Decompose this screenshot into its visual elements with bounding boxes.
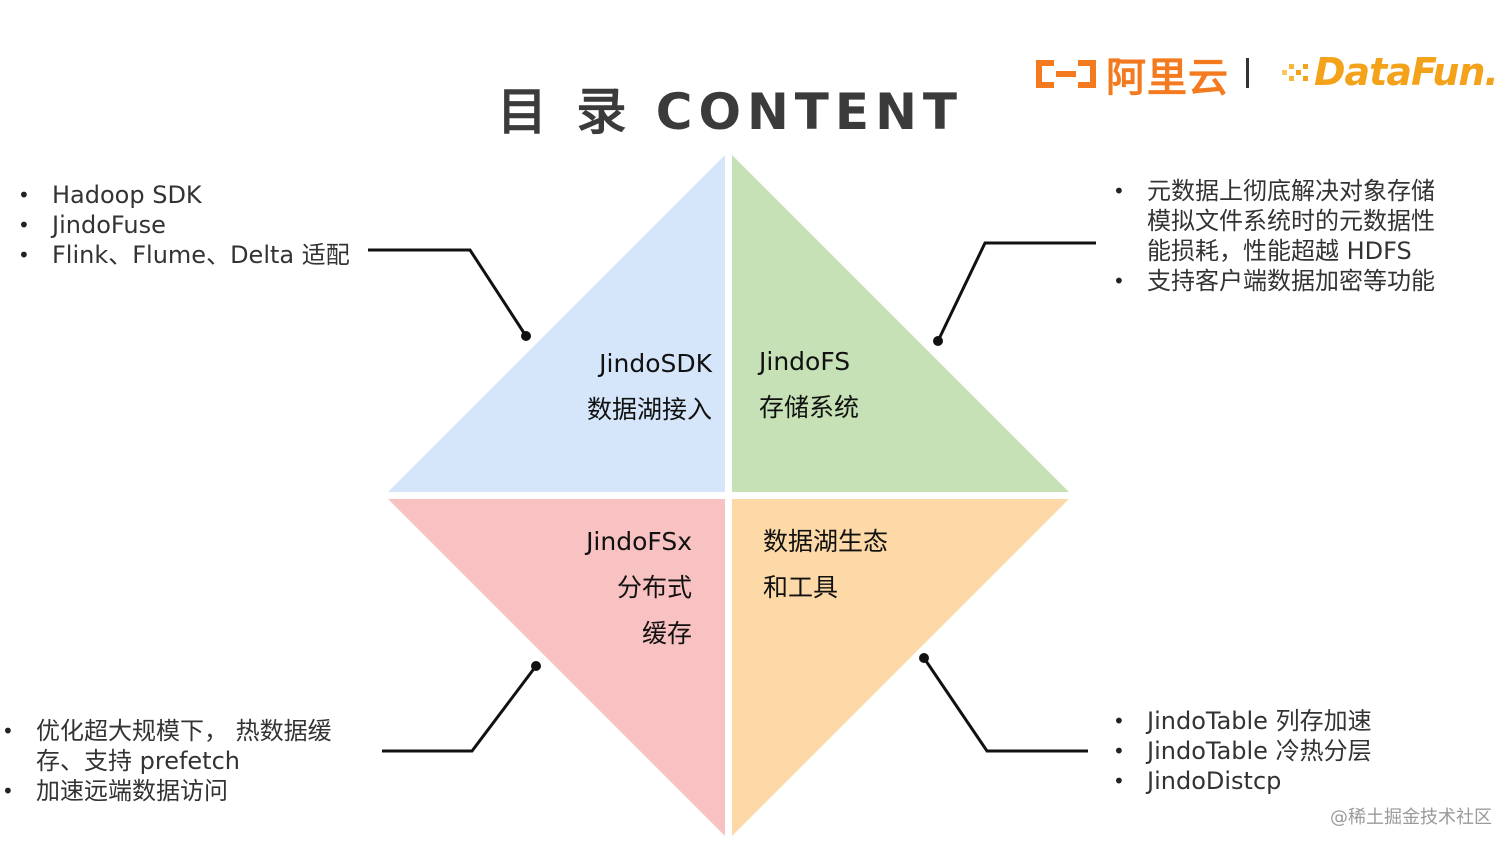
logo-separator xyxy=(1246,58,1249,88)
quadrant-bottom-left-line-3: 缓存 xyxy=(641,619,692,648)
quadrant-bottom-right-subtitle: 和工具 xyxy=(763,573,839,602)
quadrant-top-left-title: JindoSDK xyxy=(599,349,712,378)
quadrant-top-left xyxy=(388,155,725,492)
quadrant-top-right-title: JindoFS xyxy=(759,347,851,376)
quadrant-bottom-right-label: 数据湖生态 和工具 xyxy=(763,519,888,611)
quadrant-top-right-label: JindoFS 存储系统 xyxy=(759,339,859,431)
datafun-dots-icon xyxy=(1282,64,1308,81)
alibaba-cloud-logo: 阿里云 xyxy=(1032,52,1229,101)
list-item: JindoTable 冷热分层 xyxy=(1113,736,1413,766)
quadrant-top-left-label: JindoSDK 数据湖接入 xyxy=(587,341,712,433)
connector-dot-bottom-right xyxy=(919,653,929,663)
connector-bottom-left xyxy=(382,665,538,753)
notes-bottom-right: JindoTable 列存加速 JindoTable 冷热分层 JindoDis… xyxy=(1113,706,1413,796)
datafun-logo-text: DataFun. xyxy=(1314,50,1499,94)
quadrant-bottom-left-title: JindoFSx xyxy=(586,527,692,556)
notes-top-right: 元数据上彻底解决对象存储模拟文件系统时的元数据性能损耗，性能超越 HDFS 支持… xyxy=(1113,176,1458,296)
quadrant-top-right-subtitle: 存储系统 xyxy=(759,393,860,422)
connector-bottom-right xyxy=(922,657,1088,753)
notes-top-left: Hadoop SDK JindoFuse Flink、Flume、Delta 适… xyxy=(18,180,378,270)
notes-bottom-left: 优化超大规模下， 热数据缓存、支持 prefetch 加速远端数据访问 xyxy=(2,716,352,806)
list-item: JindoDistcp xyxy=(1113,766,1413,796)
alibaba-cloud-logo-mark-icon xyxy=(1036,60,1096,88)
connector-dot-top-left xyxy=(521,331,531,341)
alibaba-cloud-logo-text: 阿里云 xyxy=(1106,55,1229,101)
quadrant-bottom-left-label: JindoFSx 分布式 缓存 xyxy=(586,519,692,657)
page-title: 目 录 CONTENT xyxy=(496,83,964,141)
list-item: 加速远端数据访问 xyxy=(2,776,352,806)
quadrant-top-right xyxy=(732,155,1069,492)
connector-top-left xyxy=(368,248,528,337)
datafun-logo: DataFun. xyxy=(1280,50,1499,94)
list-item: Hadoop SDK xyxy=(18,180,378,210)
list-item: JindoTable 列存加速 xyxy=(1113,706,1413,736)
connector-dot-top-right xyxy=(933,336,943,346)
quadrant-bottom-left xyxy=(388,499,725,836)
list-item: 优化超大规模下， 热数据缓存、支持 prefetch xyxy=(2,716,352,776)
watermark: @稀土掘金技术社区 xyxy=(1330,807,1492,828)
quadrant-bottom-left-line-2: 分布式 xyxy=(616,573,692,602)
quadrant-bottom-right-title: 数据湖生态 xyxy=(763,527,889,556)
list-item: JindoFuse xyxy=(18,210,378,240)
list-item: 支持客户端数据加密等功能 xyxy=(1113,266,1458,296)
connector-dot-bottom-left xyxy=(531,661,541,671)
list-item: Flink、Flume、Delta 适配 xyxy=(18,240,378,270)
quadrant-bottom-right xyxy=(732,499,1069,836)
connector-top-right xyxy=(936,241,1096,342)
list-item: 元数据上彻底解决对象存储模拟文件系统时的元数据性能损耗，性能超越 HDFS xyxy=(1113,176,1458,266)
quadrant-top-left-subtitle: 数据湖接入 xyxy=(586,395,712,424)
